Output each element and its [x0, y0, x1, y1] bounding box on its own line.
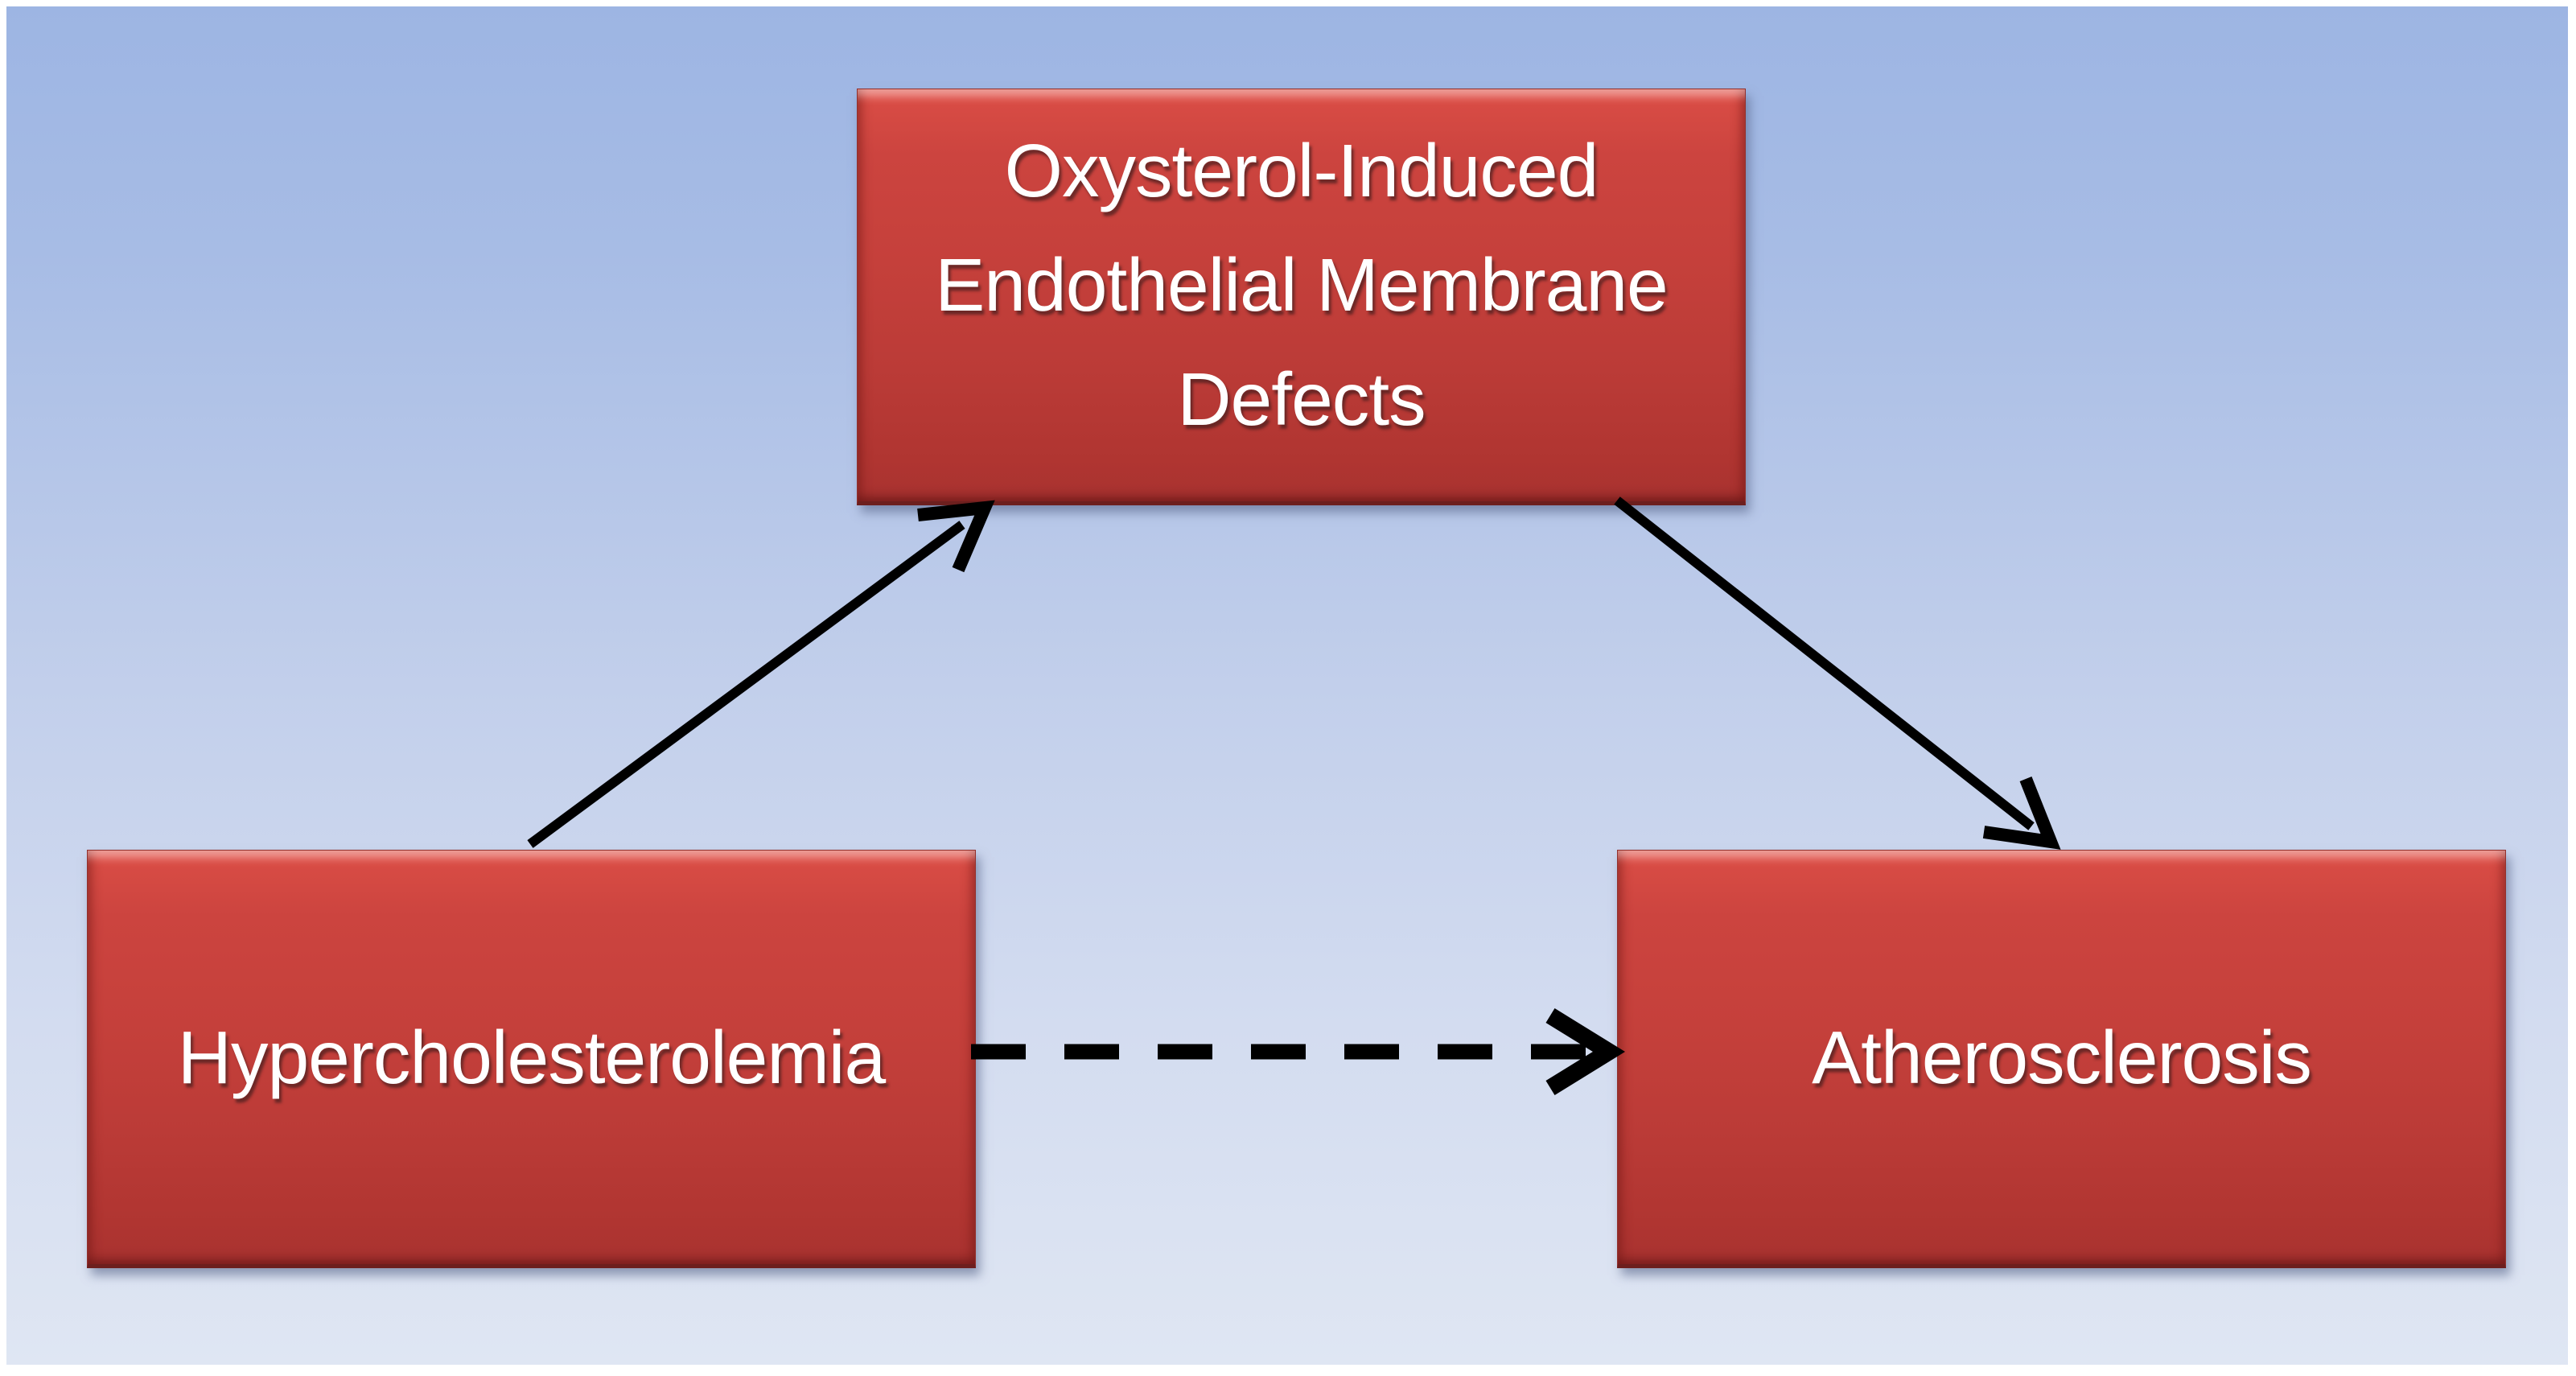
node-label-line3: Defects	[1177, 357, 1426, 441]
node-label: Atherosclerosis	[1812, 1015, 2312, 1099]
node-hypercholesterolemia: Hypercholesterolemia	[87, 850, 976, 1268]
node-label-line2: Endothelial Membrane	[935, 243, 1669, 327]
node-atherosclerosis: Atherosclerosis	[1617, 850, 2506, 1268]
node-label: Oxysterol-Induced Endothelial Membrane D…	[935, 89, 1669, 456]
slide-background: Oxysterol-Induced Endothelial Membrane D…	[6, 6, 2568, 1365]
node-label-line1: Oxysterol-Induced	[1004, 129, 1599, 212]
node-label: Hypercholesterolemia	[177, 1015, 886, 1099]
node-oxysterol-induced-endothelial-membrane-defects: Oxysterol-Induced Endothelial Membrane D…	[857, 89, 1746, 505]
